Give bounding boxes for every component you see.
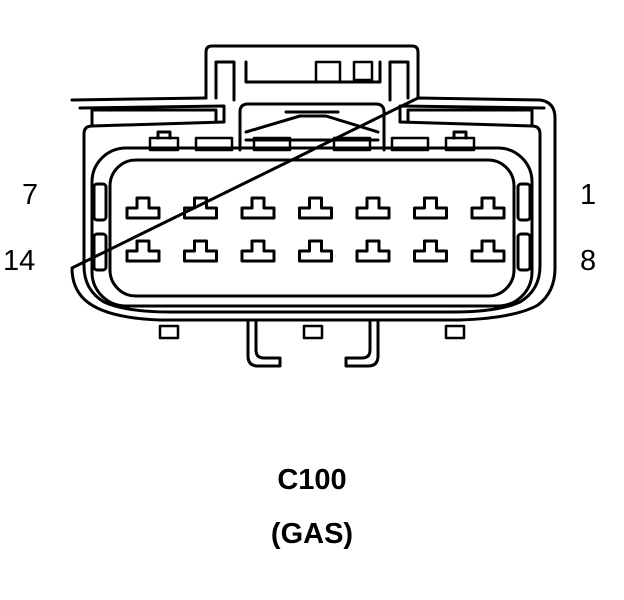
terminal-cavity-13 [183, 239, 218, 263]
top-tab-3 [252, 136, 292, 152]
terminal-cavity-5 [240, 196, 276, 220]
top-tab-divot-left [156, 130, 172, 140]
terminal-cavity-10 [355, 239, 391, 263]
top-tab-4 [332, 136, 372, 152]
terminal-cavity-7 [125, 196, 161, 220]
terminal-cavity-11 [298, 239, 333, 263]
lock-ramp-frame [238, 102, 386, 152]
top-tab-2 [194, 136, 234, 152]
latch-small-window-left [314, 60, 342, 84]
left-ledge-inner [90, 108, 218, 128]
terminal-cavity-14 [125, 239, 161, 263]
top-tab-1 [148, 136, 180, 152]
bottom-tab-2 [302, 324, 324, 340]
terminal-cavity-6 [183, 196, 218, 220]
bottom-hook-left [246, 320, 282, 368]
slot-right-top [516, 182, 532, 222]
terminal-cavity-12 [240, 239, 276, 263]
top-tab-divot-right [452, 130, 468, 140]
slot-right-bottom [516, 232, 532, 272]
pin-label-14: 14 [3, 245, 36, 277]
top-tab-6 [444, 136, 476, 152]
latch-small-window-right [352, 60, 374, 82]
pin-label-8: 8 [580, 245, 597, 277]
housing-outer [70, 96, 557, 322]
bottom-hook-right [344, 320, 380, 368]
slot-left-top [92, 182, 108, 222]
terminal-cavity-8 [470, 239, 506, 263]
terminal-cavities [125, 196, 506, 263]
face-plate-outer [90, 146, 534, 308]
top-latch-inner [214, 60, 410, 102]
top-latch-center [244, 60, 382, 84]
pin-label-1: 1 [580, 179, 597, 211]
top-latch-outer [204, 44, 420, 100]
terminal-cavity-4 [298, 196, 333, 220]
left-ledge [78, 104, 546, 314]
connector-id: C100 [277, 464, 347, 496]
bottom-tab-3 [444, 324, 466, 340]
terminal-cavity-3 [355, 196, 391, 220]
top-tab-5 [390, 136, 430, 152]
face-plate-inner [108, 158, 516, 298]
terminal-cavity-2 [413, 196, 448, 220]
bottom-tab-1 [158, 324, 180, 340]
right-ledge-inner [406, 108, 534, 128]
connector-variant: (GAS) [270, 518, 354, 550]
terminal-cavity-1 [470, 196, 506, 220]
lock-ramp-lines [244, 110, 380, 142]
slot-left-bottom [92, 232, 108, 272]
terminal-cavity-9 [413, 239, 448, 263]
pin-label-7: 7 [22, 179, 39, 211]
